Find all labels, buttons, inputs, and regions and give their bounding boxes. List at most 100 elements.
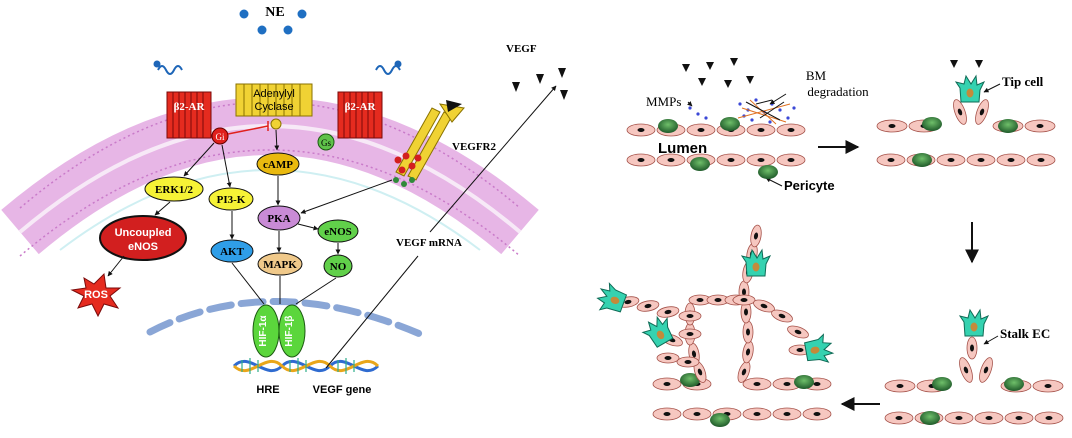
cell-nucleus	[977, 158, 985, 162]
bm-label-line1: BM	[806, 68, 827, 83]
b2ar-right-label: β2-AR	[345, 101, 377, 113]
camp-node	[256, 152, 300, 176]
akt-node	[210, 239, 254, 263]
cell-nucleus	[983, 366, 989, 374]
gs-label: Gs	[321, 138, 331, 148]
tip-cell-nucleus	[970, 322, 978, 332]
cell-nucleus	[787, 158, 795, 162]
mmps-label: MMPs	[646, 94, 681, 109]
uncoupled-label-line1: Uncoupled	[115, 227, 172, 239]
cell-nucleus	[787, 128, 795, 132]
cell-nucleus	[624, 299, 632, 305]
pericyte	[932, 377, 952, 391]
cell-nucleus	[663, 382, 671, 386]
cell-nucleus	[888, 124, 896, 128]
vegf-mrna-label: VEGF mRNA	[396, 237, 462, 249]
cell-nucleus	[727, 158, 735, 162]
cell-nucleus	[693, 412, 701, 416]
gs-protein	[317, 133, 335, 151]
uncoupled-label-line2: eNOS	[128, 241, 158, 253]
pericyte	[920, 411, 940, 425]
pericyte	[720, 117, 740, 131]
cell-nucleus	[757, 158, 765, 162]
hif1b-label: HIF-1β	[284, 315, 295, 346]
cell-nucleus	[753, 412, 761, 416]
mapk-label: MAPK	[263, 259, 297, 271]
tip-cell-nucleus	[810, 346, 820, 354]
cell-nucleus	[667, 158, 675, 162]
b2-adrenergic-receptor-left: β2-AR	[153, 60, 212, 139]
pericyte	[758, 165, 778, 179]
cell-nucleus	[896, 384, 904, 388]
ros-burst	[70, 272, 122, 318]
cell-nucleus	[664, 309, 672, 315]
cell-nucleus	[1044, 384, 1052, 388]
ros-label: ROS	[84, 289, 108, 301]
cell-nucleus	[947, 158, 955, 162]
pericyte	[794, 375, 814, 389]
cell-nucleus	[696, 298, 704, 302]
cell-nucleus	[783, 382, 791, 386]
cell-nucleus	[744, 308, 748, 316]
cell-nucleus	[813, 412, 821, 416]
pericyte-label: Pericyte	[784, 178, 835, 193]
cell-nucleus	[664, 356, 672, 360]
cell-nucleus	[686, 332, 694, 336]
pericyte	[1004, 377, 1024, 391]
cell-nucleus	[794, 329, 802, 335]
cell-nucleus	[1007, 158, 1015, 162]
cell-nucleus	[1015, 416, 1023, 420]
stalk-ec-label: Stalk EC	[1000, 326, 1050, 341]
signaling-panel: NE β2-AR	[1, 5, 568, 396]
dna-helix	[232, 358, 380, 374]
cell-nucleus	[1036, 124, 1044, 128]
no-label: NO	[330, 261, 347, 273]
tip-cell-nucleus	[656, 330, 665, 340]
cell-nucleus	[697, 128, 705, 132]
tip-cell-nucleus	[610, 296, 620, 304]
cell-nucleus	[1037, 158, 1045, 162]
pka-node	[257, 205, 301, 231]
vegf-gene-label: VEGF gene	[313, 384, 372, 396]
b2-adrenergic-receptor-right: β2-AR	[337, 60, 402, 139]
tip-cell-nucleus	[966, 88, 974, 98]
cell-nucleus	[1045, 416, 1053, 420]
cell-nucleus	[691, 350, 697, 358]
cell-nucleus	[753, 382, 761, 386]
b2ar-left-label: β2-AR	[174, 101, 206, 113]
stage-bm-degradation	[682, 58, 796, 125]
cell-nucleus	[985, 416, 993, 420]
cell-nucleus	[783, 412, 791, 416]
cell-nucleus	[637, 158, 645, 162]
cell-nucleus	[686, 314, 694, 318]
adenylyl-label-line1: Adenylyl	[253, 88, 295, 100]
pathway-arrows	[107, 85, 557, 369]
vegfr2-receptor	[393, 100, 465, 187]
cell-nucleus	[895, 416, 903, 420]
gi-inhibition-line	[227, 125, 269, 135]
cell-nucleus	[970, 344, 974, 352]
hre-label: HRE	[256, 384, 279, 396]
cell-nucleus	[813, 382, 821, 386]
enos-node	[317, 219, 359, 243]
cell-nucleus	[887, 158, 895, 162]
uncoupled-enos-node	[99, 215, 187, 261]
vessel-cells	[596, 74, 1064, 427]
vegf-ligands	[512, 68, 568, 100]
mapk-node	[257, 252, 303, 276]
cell-nucleus	[663, 412, 671, 416]
akt-label: AKT	[220, 246, 245, 258]
camp-label: cAMP	[263, 159, 293, 171]
enos-label: eNOS	[324, 226, 352, 238]
cell-nucleus	[740, 298, 748, 302]
cell-nucleus	[955, 416, 963, 420]
nuclear-membrane	[146, 298, 424, 338]
gi-label: Gi	[216, 132, 225, 142]
pi3k-label: PI3-K	[217, 194, 246, 206]
adenylyl-cyclase: Adenylyl Cyclase	[235, 83, 313, 130]
cell-nucleus	[742, 288, 746, 296]
cell-nucleus	[963, 366, 969, 374]
erk-node	[144, 176, 204, 202]
cell-nucleus	[684, 360, 692, 364]
